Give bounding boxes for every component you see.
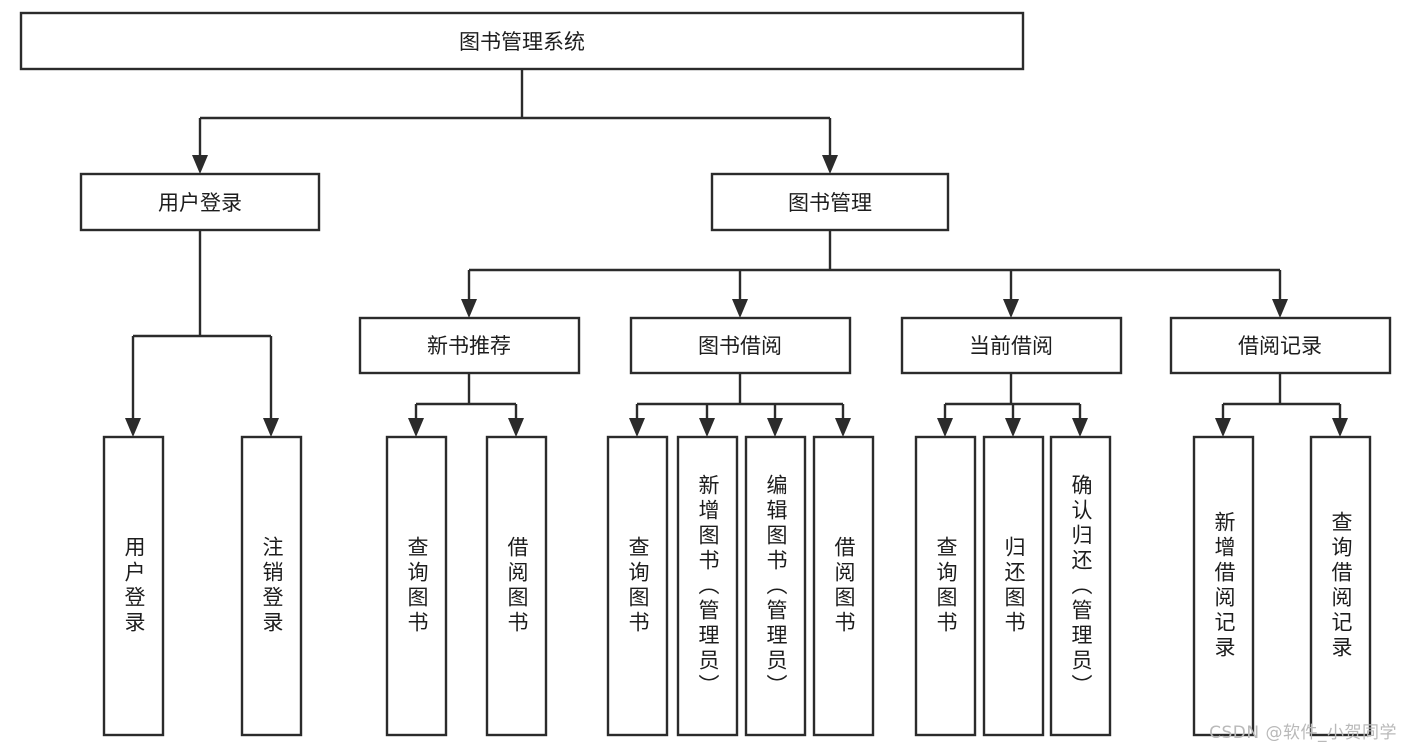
- node-book-management-box[interactable]: [710, 172, 950, 232]
- arrowhead-to-leaf-borrow-book-2: [835, 418, 851, 437]
- leaf-query-book-current[interactable]: [914, 435, 977, 737]
- node-new-book-recommend[interactable]: 新书推荐: [358, 316, 581, 375]
- leaf-user-login-box[interactable]: [102, 435, 165, 737]
- arrowhead-to-leaf-return-book: [1005, 418, 1021, 437]
- arrowhead-to-leaf-query-record: [1332, 418, 1348, 437]
- node-root-label: 图书管理系统: [459, 30, 585, 54]
- leaf-return-book[interactable]: [982, 435, 1045, 737]
- leaf-query-book-borrow-box[interactable]: [606, 435, 669, 737]
- leaf-query-book-recommend[interactable]: [385, 435, 448, 737]
- node-borrow-record[interactable]: 借阅记录: [1169, 316, 1392, 375]
- arrowhead-to-user-login: [192, 155, 208, 174]
- arrowhead-to-leaf-query-book-3: [937, 418, 953, 437]
- leaf-add-book-admin[interactable]: [676, 435, 739, 737]
- arrowhead-to-leaf-borrow-book-1: [508, 418, 524, 437]
- arrowhead-to-leaf-edit-book: [767, 418, 783, 437]
- node-current-borrow[interactable]: 当前借阅: [900, 316, 1123, 375]
- connector-layer: [131, 69, 1342, 420]
- node-root[interactable]: 图书管理系统: [19, 11, 1025, 71]
- leaf-logout-box[interactable]: [240, 435, 303, 737]
- leaf-query-book-current-box[interactable]: [914, 435, 977, 737]
- node-new-book-recommend-box[interactable]: [358, 316, 581, 375]
- leaf-add-borrow-record-box[interactable]: [1192, 435, 1255, 737]
- leaf-confirm-return-admin[interactable]: [1049, 435, 1112, 737]
- leaf-borrow-book-recommend-box[interactable]: [485, 435, 548, 737]
- leaf-confirm-return-admin-box[interactable]: [1049, 435, 1112, 737]
- leaf-user-login[interactable]: [102, 435, 165, 737]
- node-book-borrow-box[interactable]: [629, 316, 852, 375]
- arrowhead-to-leaf-add-book: [699, 418, 715, 437]
- arrowhead-to-book-borrow: [732, 299, 748, 318]
- leaf-edit-book-admin-box[interactable]: [744, 435, 807, 737]
- arrowhead-to-leaf-query-book-2: [629, 418, 645, 437]
- arrowhead-to-new-book: [461, 299, 477, 318]
- arrowhead-to-book-mgmt: [822, 155, 838, 174]
- leaf-add-borrow-record[interactable]: [1192, 435, 1255, 737]
- arrowhead-to-leaf-confirm-return: [1072, 418, 1088, 437]
- leaf-return-book-box[interactable]: [982, 435, 1045, 737]
- node-user-login-label: 用户登录: [158, 191, 242, 215]
- leaf-borrow-book-box[interactable]: [812, 435, 875, 737]
- arrowhead-to-leaf-add-record: [1215, 418, 1231, 437]
- leaf-query-book-recommend-box[interactable]: [385, 435, 448, 737]
- leaf-query-borrow-record-box[interactable]: [1309, 435, 1372, 737]
- node-new-book-recommend-label: 新书推荐: [427, 334, 511, 358]
- arrowhead-to-leaf-user-login: [125, 418, 141, 437]
- node-user-login-box[interactable]: [79, 172, 321, 232]
- node-borrow-record-label: 借阅记录: [1238, 334, 1322, 358]
- leaf-edit-book-admin[interactable]: [744, 435, 807, 737]
- node-book-management-label: 图书管理: [788, 191, 872, 215]
- arrowhead-to-borrow-record: [1272, 299, 1288, 318]
- node-book-management[interactable]: 图书管理: [710, 172, 950, 232]
- node-current-borrow-box[interactable]: [900, 316, 1123, 375]
- arrowhead-to-current-borrow: [1003, 299, 1019, 318]
- node-current-borrow-label: 当前借阅: [969, 334, 1053, 358]
- leaf-borrow-book[interactable]: [812, 435, 875, 737]
- leaf-logout[interactable]: [240, 435, 303, 737]
- node-user-login[interactable]: 用户登录: [79, 172, 321, 232]
- leaf-borrow-book-recommend[interactable]: [485, 435, 548, 737]
- leaf-query-borrow-record[interactable]: [1309, 435, 1372, 737]
- node-borrow-record-box[interactable]: [1169, 316, 1392, 375]
- leaf-query-book-borrow[interactable]: [606, 435, 669, 737]
- arrowhead-to-leaf-query-book-1: [408, 418, 424, 437]
- node-root-box[interactable]: [19, 11, 1025, 71]
- node-book-borrow-label: 图书借阅: [698, 334, 782, 358]
- leaf-add-book-admin-box[interactable]: [676, 435, 739, 737]
- arrowhead-to-leaf-logout: [263, 418, 279, 437]
- node-book-borrow[interactable]: 图书借阅: [629, 316, 852, 375]
